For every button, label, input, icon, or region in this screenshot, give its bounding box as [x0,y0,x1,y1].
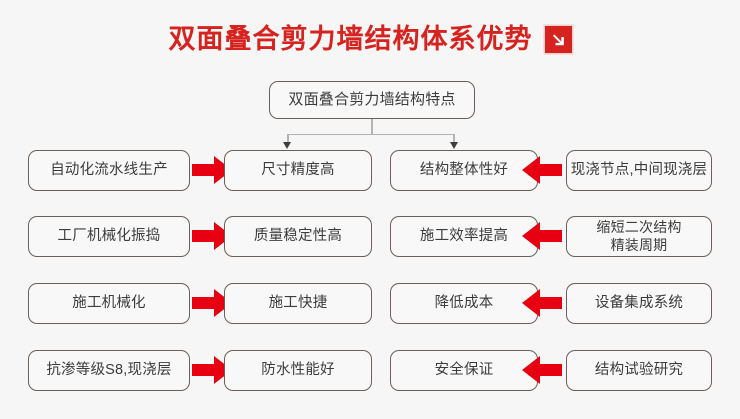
cause-box-left-1[interactable]: 自动化流水线生产 [28,150,190,191]
cause-box-left-4[interactable]: 抗渗等级S8,现浇层 [28,350,190,391]
arrow-right-icon [190,153,234,187]
arrow-right-icon [190,219,234,253]
arrow-down-right-icon [544,25,572,53]
page-title-text: 双面叠合剪力墙结构体系优势 [168,23,533,54]
cause-box-right-4[interactable]: 结构试验研究 [566,350,712,391]
effect-box-left-1[interactable]: 尺寸精度高 [224,150,372,191]
effect-box-left-2[interactable]: 质量稳定性高 [224,216,372,257]
arrow-right-icon [190,353,234,387]
connector-arrowhead-right-icon [449,142,458,149]
root-node[interactable]: 双面叠合剪力墙结构特点 [269,81,475,119]
connector-bar [287,133,455,136]
effect-box-right-2[interactable]: 施工效率提高 [390,216,538,257]
arrow-left-icon [520,353,564,387]
connector-drop-left [287,133,289,144]
page-title: 双面叠合剪力墙结构体系优势 [0,16,740,62]
connector-drop-right [453,133,455,144]
arrow-left-icon [520,219,564,253]
effect-box-left-4[interactable]: 防水性能好 [224,350,372,391]
effect-box-right-1[interactable]: 结构整体性好 [390,150,538,191]
connector-stem [371,119,373,135]
effect-box-right-3[interactable]: 降低成本 [390,283,538,324]
effect-box-right-4[interactable]: 安全保证 [390,350,538,391]
arrow-left-icon [520,286,564,320]
effect-box-left-3[interactable]: 施工快捷 [224,283,372,324]
cause-box-right-1[interactable]: 现浇节点,中间现浇层 [566,150,712,191]
cause-box-left-3[interactable]: 施工机械化 [28,283,190,324]
cause-box-right-2[interactable]: 缩短二次结构 精装周期 [566,216,712,257]
connector-arrowhead-left-icon [283,142,292,149]
arrow-right-icon [190,286,234,320]
arrow-left-icon [520,153,564,187]
cause-box-right-3[interactable]: 设备集成系统 [566,283,712,324]
cause-box-left-2[interactable]: 工厂机械化振捣 [28,216,190,257]
